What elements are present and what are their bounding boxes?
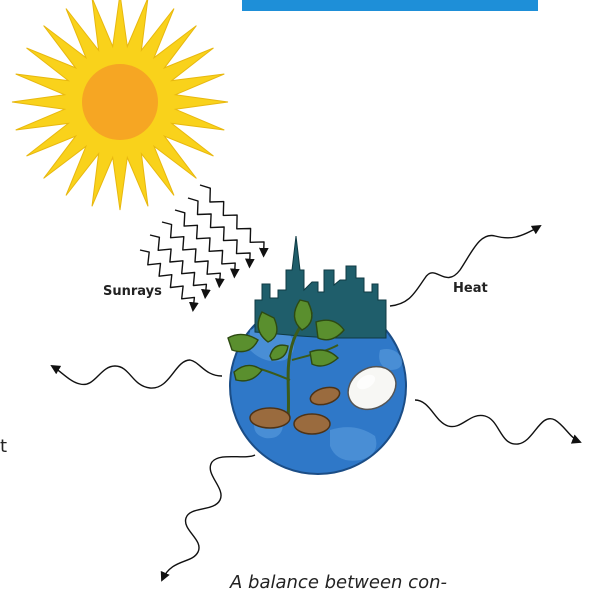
sun-core: [82, 64, 158, 140]
sun-icon: [11, 0, 229, 211]
plant-icon: [227, 299, 345, 421]
top-accent-bar: [242, 0, 538, 11]
sunrays-label: Sunrays: [103, 284, 162, 299]
heat-arrow-down: [160, 454, 256, 582]
heat-arrow-left: [50, 359, 223, 389]
sunray-arrow: [161, 221, 225, 289]
sunray-arrow: [139, 249, 199, 313]
heat-arrow-right: [414, 399, 582, 445]
sunray-arrow: [174, 209, 240, 279]
city-skyline-icon: [254, 235, 387, 339]
caption-text: A balance between con-: [230, 572, 447, 593]
heat-label: Heat: [453, 281, 488, 296]
sunray-arrow: [149, 234, 211, 300]
sunray-arrow: [199, 184, 269, 258]
heat-arrow-upper-right: [389, 224, 542, 307]
sunray-arrow: [187, 197, 255, 269]
left-edge-text-fragment: t: [0, 436, 8, 457]
sunrays-arrows: [139, 184, 269, 313]
seed-icon: [249, 386, 341, 435]
egg-icon: [347, 365, 397, 411]
